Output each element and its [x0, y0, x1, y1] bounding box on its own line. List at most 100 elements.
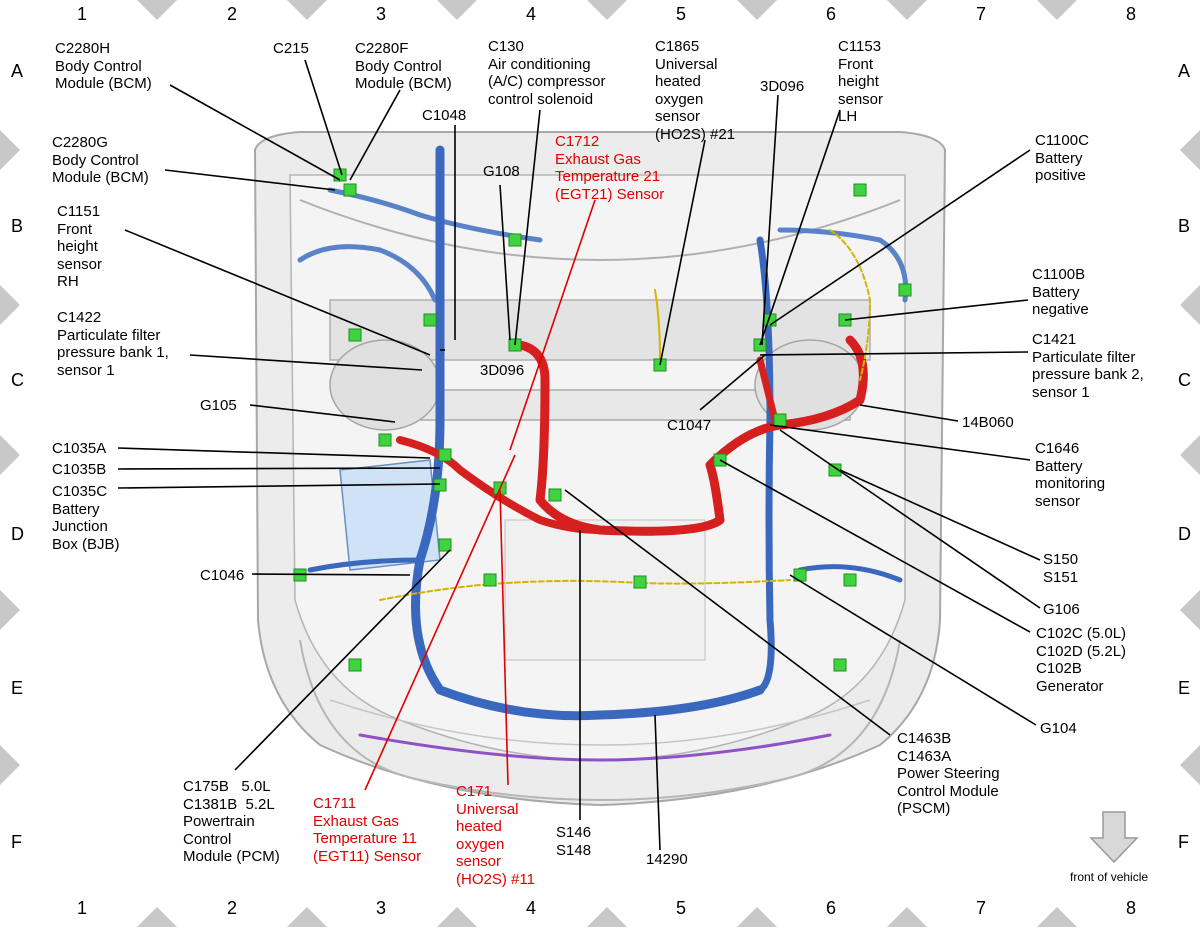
leader-line-c2280f: [349, 89, 401, 181]
grid-marker: [1180, 590, 1200, 630]
leader-line-c1151: [124, 229, 431, 356]
grid-marker: [1037, 907, 1077, 927]
grid-marker: [587, 0, 627, 20]
grid-column-5-top: 5: [676, 4, 687, 24]
callout-g104: G104: [1040, 720, 1077, 737]
leader-line-c1046: [251, 573, 411, 576]
leader-line-c1035c: [117, 483, 441, 489]
grid-marker: [287, 907, 327, 927]
leader-line-c130: [514, 109, 541, 346]
grid-marker: [437, 0, 477, 20]
callout-s150: S150 S151: [1043, 551, 1079, 586]
grid-marker: [1037, 0, 1077, 20]
grid-marker: [737, 0, 777, 20]
callout-c175b: C175B 5.0L C1381B 5.2L Powertrain Contro…: [183, 778, 280, 865]
grid-marker: [0, 130, 20, 170]
leader-line-c175b: [234, 549, 451, 771]
connector-marker: [843, 573, 857, 587]
grid-row-B-right: B: [1178, 216, 1191, 236]
leader-lines: [117, 59, 1041, 851]
connector-marker: [833, 658, 847, 672]
grid-column-5-bottom: 5: [676, 898, 687, 918]
grid-marker: [887, 907, 927, 927]
front-arrow-icon: [1089, 811, 1139, 864]
grid-row-E-left: E: [11, 678, 24, 698]
grid-column-4-top: 4: [526, 4, 537, 24]
grid-row-E-right: E: [1178, 678, 1191, 698]
leader-line-c1035a: [117, 447, 431, 459]
callout-14b060: 14B060: [962, 414, 1014, 431]
callout-g108: G108: [483, 163, 520, 180]
grid-row-C-right: C: [1178, 370, 1191, 390]
callout-c1421: C1421 Particulate filter pressure bank 2…: [1032, 331, 1144, 401]
grid-row-A-left: A: [11, 61, 24, 81]
leader-line-14290: [654, 714, 661, 851]
grid-marker: [0, 435, 20, 475]
callout-c1046: C1046: [200, 567, 245, 584]
grid-column-8-bottom: 8: [1126, 898, 1137, 918]
grid-marker: [1180, 285, 1200, 325]
leader-line-c1153: [759, 109, 841, 346]
callout-c1035b: C1035B: [52, 461, 107, 478]
grid-row-A-right: A: [1178, 61, 1191, 81]
connector-marker: [773, 413, 787, 427]
leader-line-3d096a: [761, 94, 779, 346]
leader-line-c1463: [564, 489, 891, 736]
grid-column-3-top: 3: [376, 4, 387, 24]
callout-g106: G106: [1043, 601, 1080, 618]
leader-line-g104: [789, 574, 1037, 726]
leader-line-c1646: [769, 424, 1031, 461]
leader-line-c1421: [759, 351, 1029, 356]
grid-row-D-left: D: [11, 524, 24, 544]
grid-marker: [587, 907, 627, 927]
grid-marker: [0, 745, 20, 785]
callout-c1422: C1422 Particulate filter pressure bank 1…: [57, 309, 169, 379]
grid-marker: [887, 0, 927, 20]
grid-column-7-top: 7: [976, 4, 987, 24]
leader-line-g106: [779, 429, 1041, 609]
leader-line-g105: [249, 404, 396, 423]
grid-marker: [0, 285, 20, 325]
callout-c1035a: C1035A: [52, 440, 107, 457]
callout-c1048: C1048: [422, 107, 467, 124]
connector-marker: [508, 233, 522, 247]
callout-c171: C171 Universal heated oxygen sensor (HO2…: [456, 783, 535, 888]
grid-marker: [1180, 745, 1200, 785]
leader-line-c1422: [189, 354, 423, 371]
connector-marker: [853, 183, 867, 197]
leader-line-c1100c: [769, 149, 1031, 326]
callout-c1151: C1151 Front height sensor RH: [57, 203, 103, 290]
grid-marker: [287, 0, 327, 20]
leader-line-c2280h: [169, 84, 341, 181]
leader-line-c2280g: [164, 169, 336, 191]
callout-3d096b: 3D096: [480, 362, 525, 379]
grid-marker: [137, 907, 177, 927]
callout-14290: 14290: [646, 851, 688, 868]
grid-column-3-bottom: 3: [376, 898, 387, 918]
grid-row-B-left: B: [11, 216, 24, 236]
connector-marker: [438, 538, 452, 552]
grid-column-1-top: 1: [77, 4, 88, 24]
connector-marker: [348, 328, 362, 342]
callout-c1463: C1463B C1463A Power Steering Control Mod…: [897, 730, 1000, 817]
grid-marker: [437, 907, 477, 927]
grid-marker: [737, 907, 777, 927]
leader-line-c1047: [699, 354, 766, 411]
callout-c1035c: C1035C Battery Junction Box (BJB): [52, 483, 120, 553]
callout-c2280h: C2280H Body Control Module (BCM): [55, 40, 152, 92]
grid-column-1-bottom: 1: [77, 898, 88, 918]
callout-3d096a: 3D096: [760, 78, 805, 95]
grid-column-7-bottom: 7: [976, 898, 987, 918]
leader-line-c1711: [364, 454, 516, 791]
connector-marker: [433, 478, 447, 492]
front-of-vehicle-label: front of vehicle: [1070, 870, 1149, 884]
callout-c2280f: C2280F Body Control Module (BCM): [355, 40, 452, 92]
callout-c130: C130 Air conditioning (A/C) compressor c…: [488, 38, 606, 108]
callout-c102c: C102C (5.0L) C102D (5.2L) C102B Generato…: [1036, 625, 1127, 695]
grid-column-2-bottom: 2: [227, 898, 238, 918]
connector-marker: [348, 658, 362, 672]
callout-c2280g: C2280G Body Control Module (BCM): [52, 134, 149, 186]
